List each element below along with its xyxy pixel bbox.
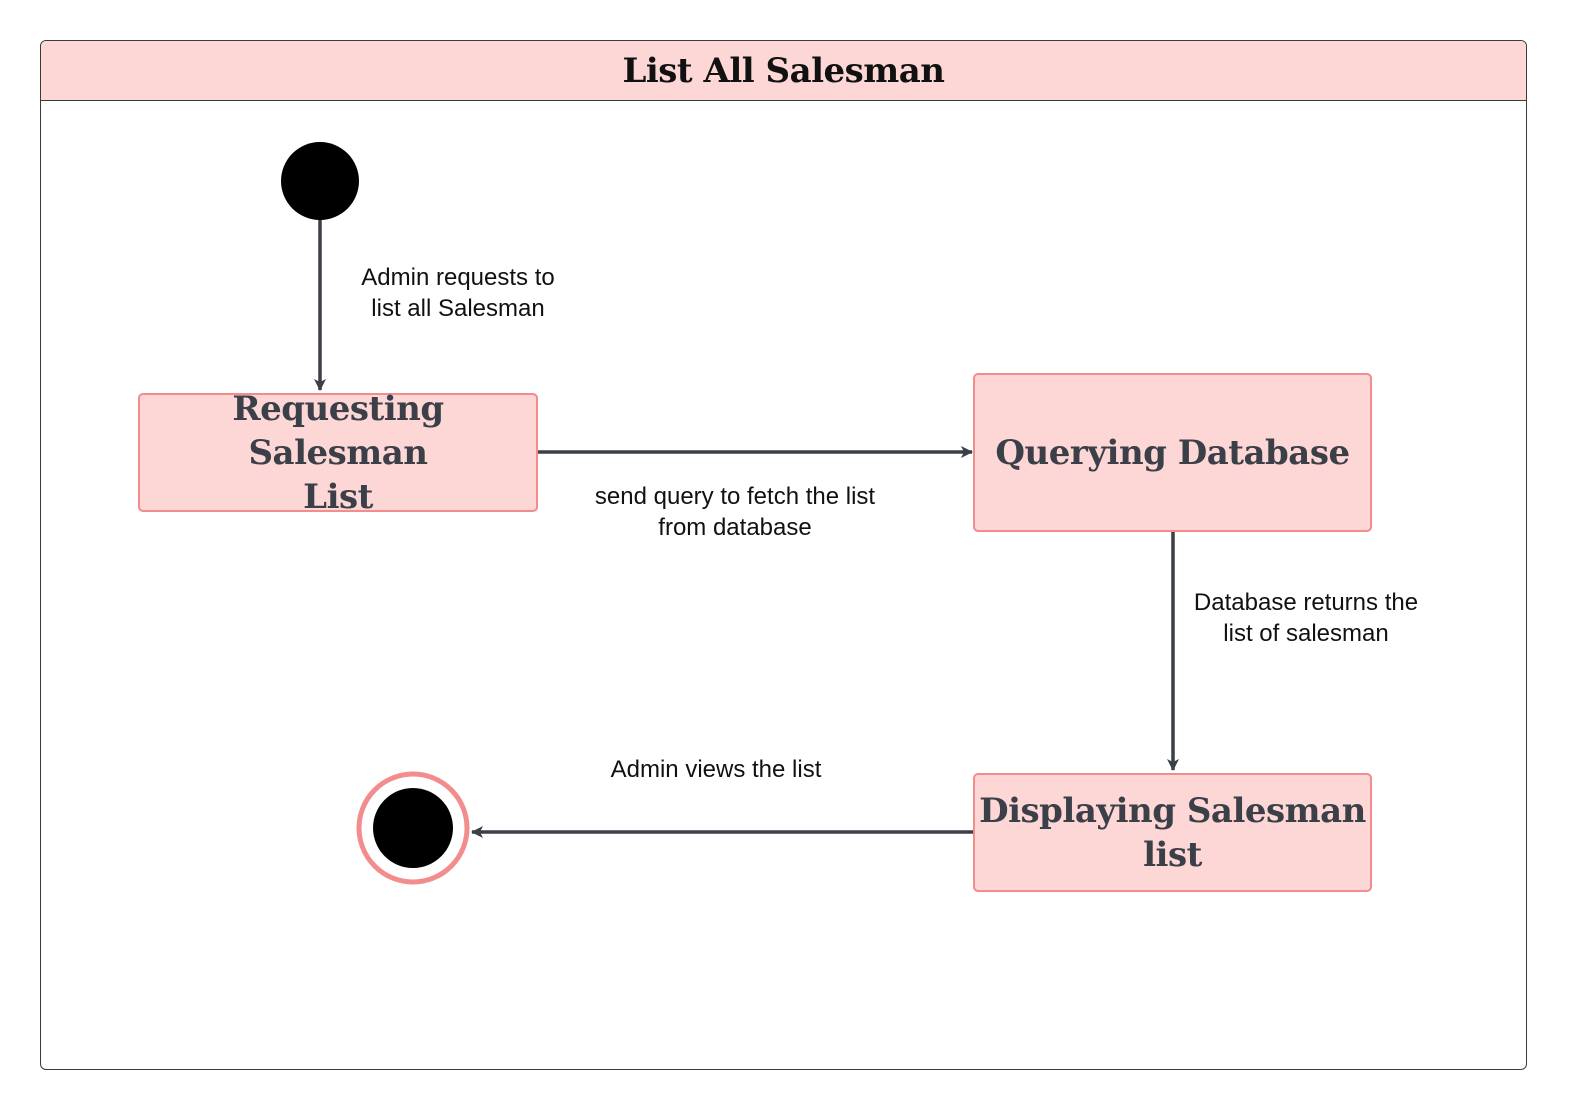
- state-label-line: Displaying Salesman: [979, 790, 1366, 831]
- diagram-header: List All Salesman: [41, 41, 1526, 101]
- state-displaying-salesman-list: Displaying Salesman list: [973, 773, 1372, 892]
- state-label-line: Querying Database: [995, 432, 1350, 473]
- final-node-core: [373, 788, 453, 868]
- transition-label-line: send query to fetch the list: [594, 483, 876, 510]
- state-label: Displaying Salesman list: [979, 789, 1366, 877]
- state-label-line: List: [303, 476, 373, 517]
- state-label: Requesting Salesman List: [140, 387, 536, 519]
- transition-label-line: list of salesman: [1223, 620, 1389, 647]
- state-label-line: list: [1143, 834, 1202, 875]
- state-requesting-salesman-list: Requesting Salesman List: [138, 389, 538, 517]
- final-node: [356, 771, 470, 885]
- state-label: Querying Database: [995, 431, 1350, 475]
- state-label-line: Requesting Salesman: [232, 388, 444, 473]
- transition-label-admin-views: Admin views the list: [586, 754, 846, 785]
- state-querying-database: Querying Database: [973, 373, 1372, 532]
- transition-label-admin-requests: Admin requests to list all Salesman: [340, 262, 576, 324]
- transition-label-line: list all Salesman: [371, 295, 545, 322]
- diagram-title: List All Salesman: [622, 50, 945, 91]
- transition-label-line: from database: [658, 514, 812, 541]
- initial-node: [281, 142, 359, 220]
- transition-label-db-returns: Database returns the list of salesman: [1175, 587, 1437, 649]
- transition-label-line: Database returns the: [1193, 589, 1419, 616]
- transition-label-line: Admin requests to: [361, 264, 555, 291]
- diagram-frame: List All Salesman: [40, 40, 1527, 1070]
- transition-label-line: Admin views the list: [610, 756, 822, 783]
- transition-label-send-query: send query to fetch the list from databa…: [570, 481, 900, 543]
